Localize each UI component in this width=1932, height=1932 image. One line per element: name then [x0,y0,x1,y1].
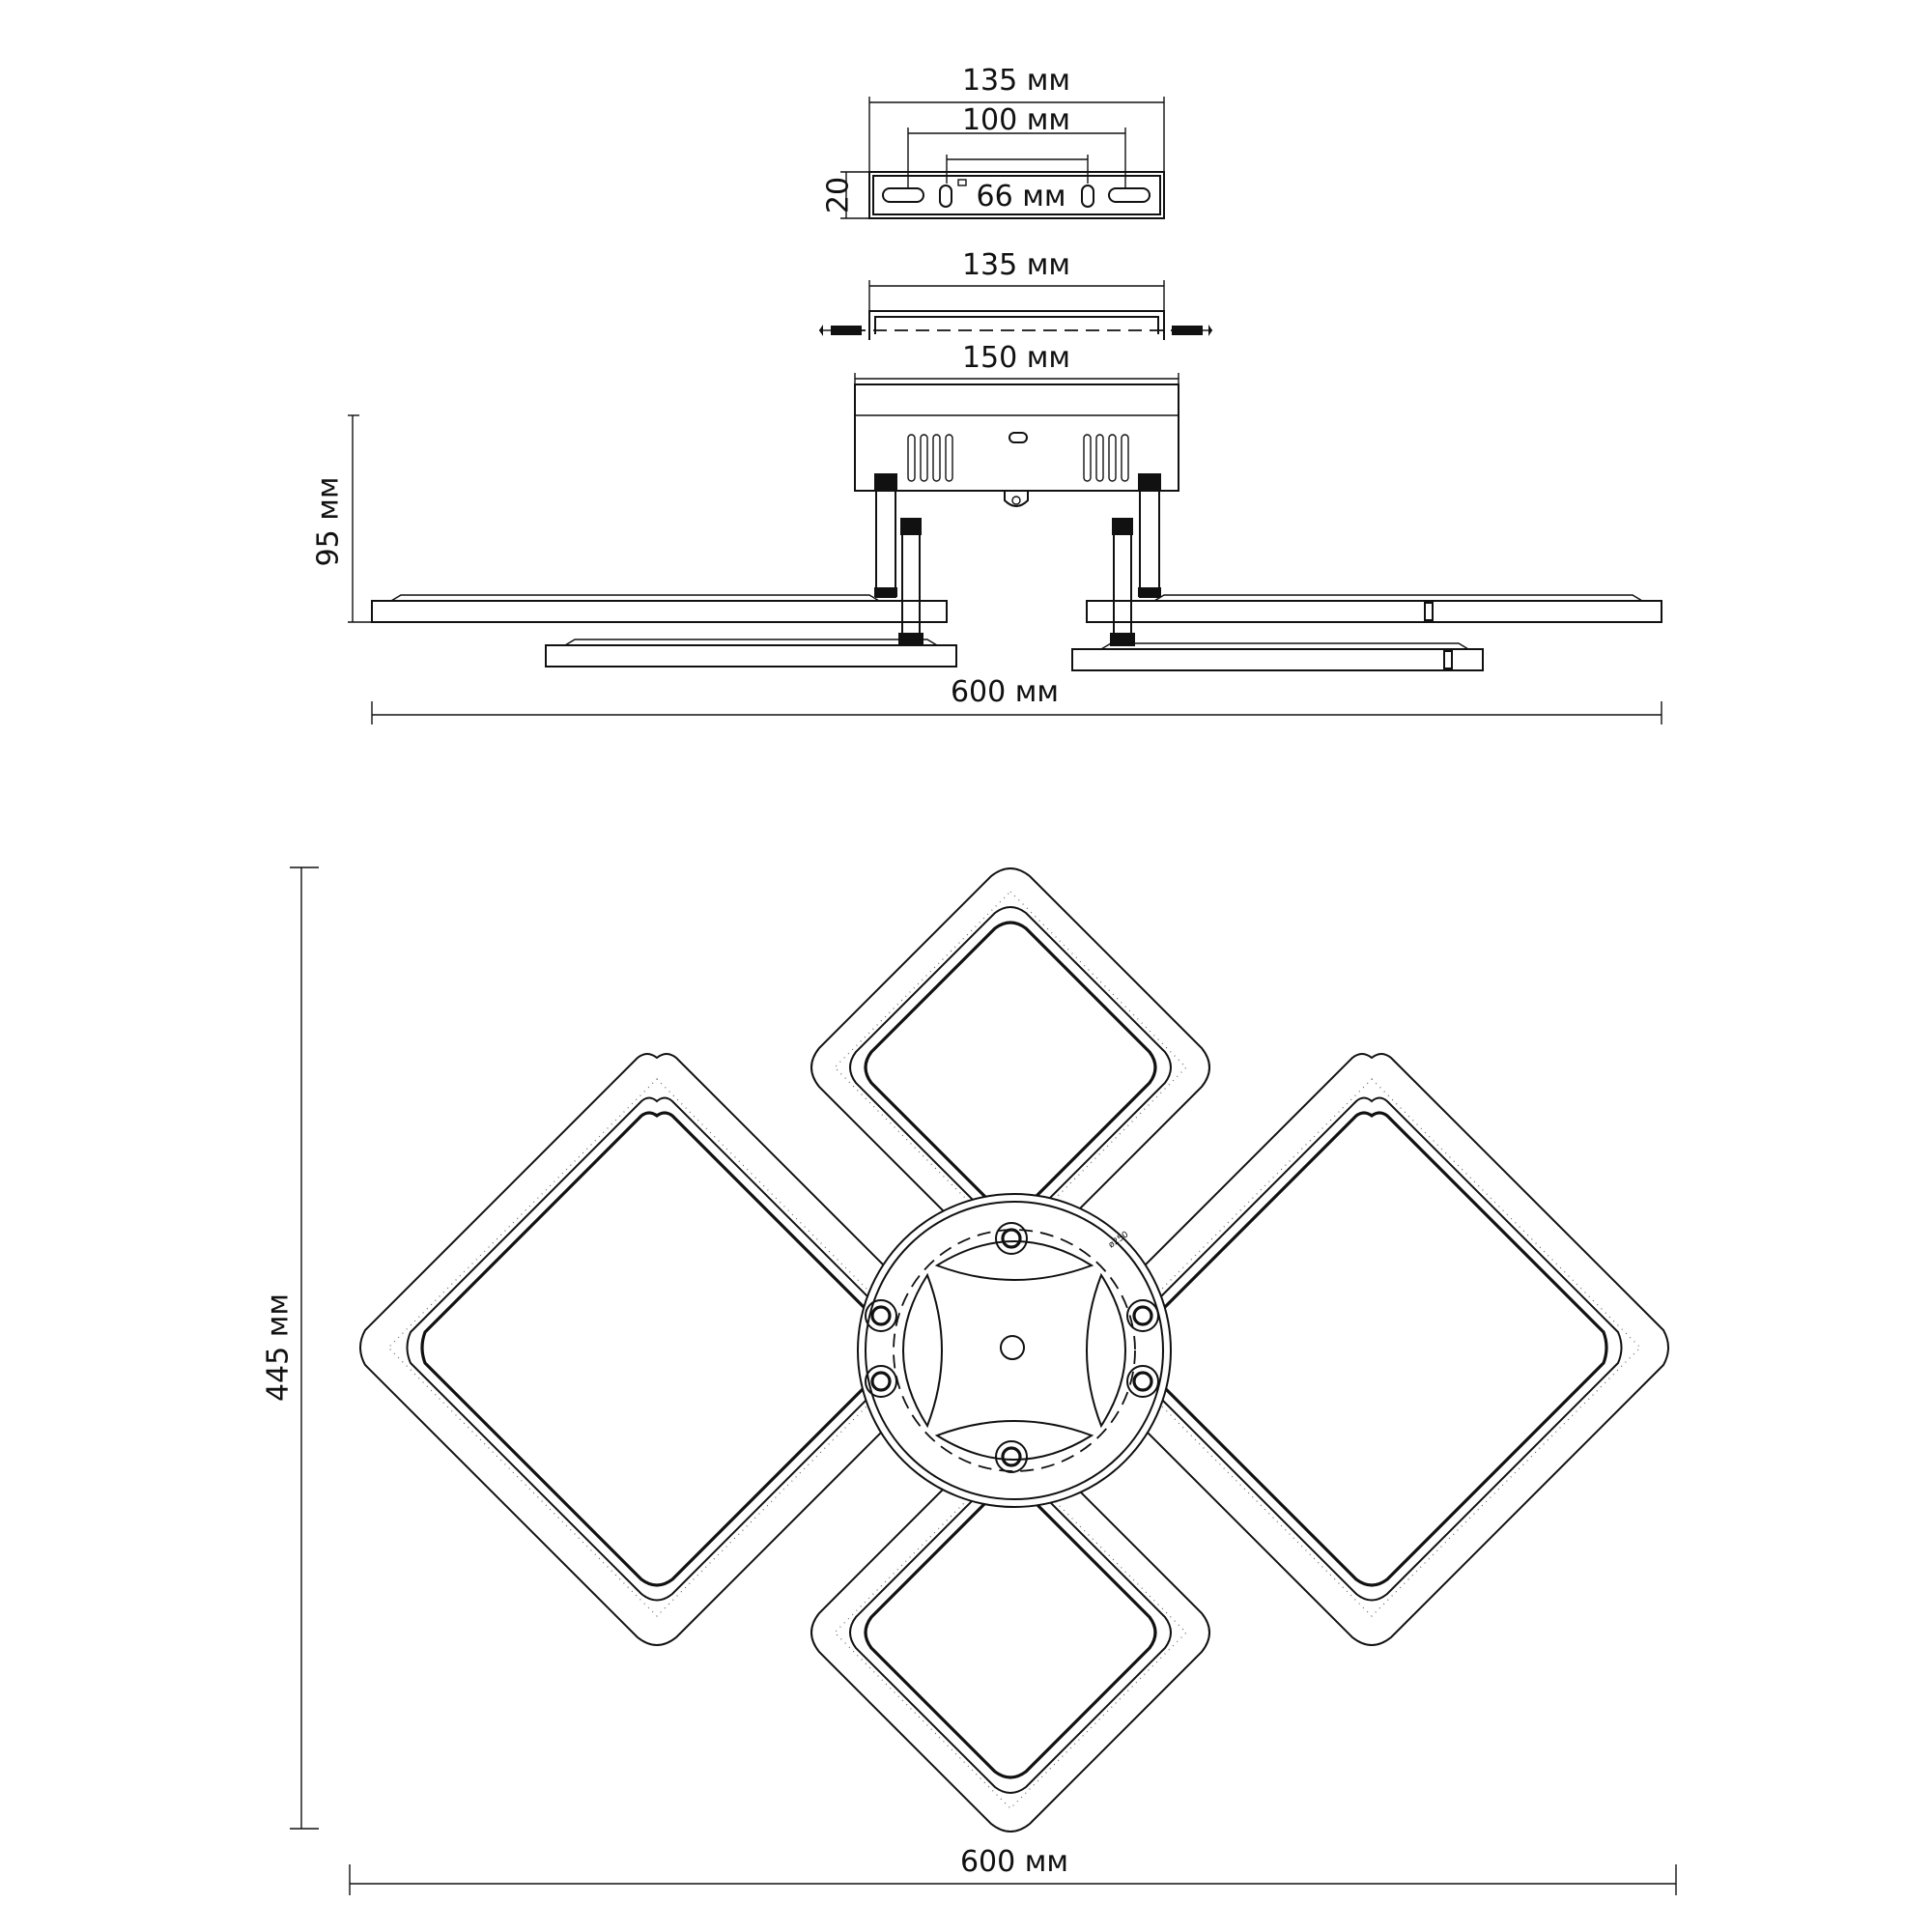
bracket-hole-right [1081,185,1094,208]
screw-icon [1172,325,1212,336]
dim-label-top-height: 445 мм [262,1293,296,1402]
central-hub [857,1193,1172,1508]
canopy-knob [1004,491,1029,507]
bracket-plate-inner [872,175,1161,215]
dim-label-top-width: 600 мм [960,1845,1068,1879]
canopy-box [854,384,1179,492]
mounting-bracket-top: 135 мм 100 мм 20 66 мм [822,64,1165,219]
dim-label-bracket-outer: 135 мм [962,64,1070,98]
dim-label-base-width: 150 мм [962,341,1070,375]
dim-label-side-height: 95 мм [312,477,346,567]
hub-screws [865,1222,1159,1473]
dim-label-bracket-side: 135 мм [962,248,1070,282]
bracket-hole-left [939,185,952,208]
support-posts [874,473,1161,646]
mounting-bracket-side: 135 мм [819,248,1212,340]
dim-label-bracket-inner: 66 мм [977,180,1066,213]
lamp-side-view: 150 мм [312,341,1662,724]
bracket-profile [868,310,1165,340]
vent-left [907,434,953,482]
bracket-plate [868,171,1165,219]
light-square-right [1074,1053,1669,1646]
bracket-profile-inner [874,316,1159,334]
light-square-left [359,1053,954,1646]
bracket-slot-right [1108,187,1151,203]
bracket-mark [957,179,967,186]
bracket-slot-left [882,187,924,203]
screw-icon [819,325,862,336]
light-panels-side [371,594,1662,671]
dim-label-bracket-height: 20 [822,177,856,213]
vent-right [1083,434,1129,482]
dim-label-side-width: 600 мм [951,675,1059,709]
dim-label-bracket-middle: 100 мм [962,103,1070,137]
canopy-indicator [1009,432,1028,443]
canopy-knob-center [1011,496,1021,505]
lamp-top-view: ø250 445 мм 600 мм [262,867,1677,1895]
